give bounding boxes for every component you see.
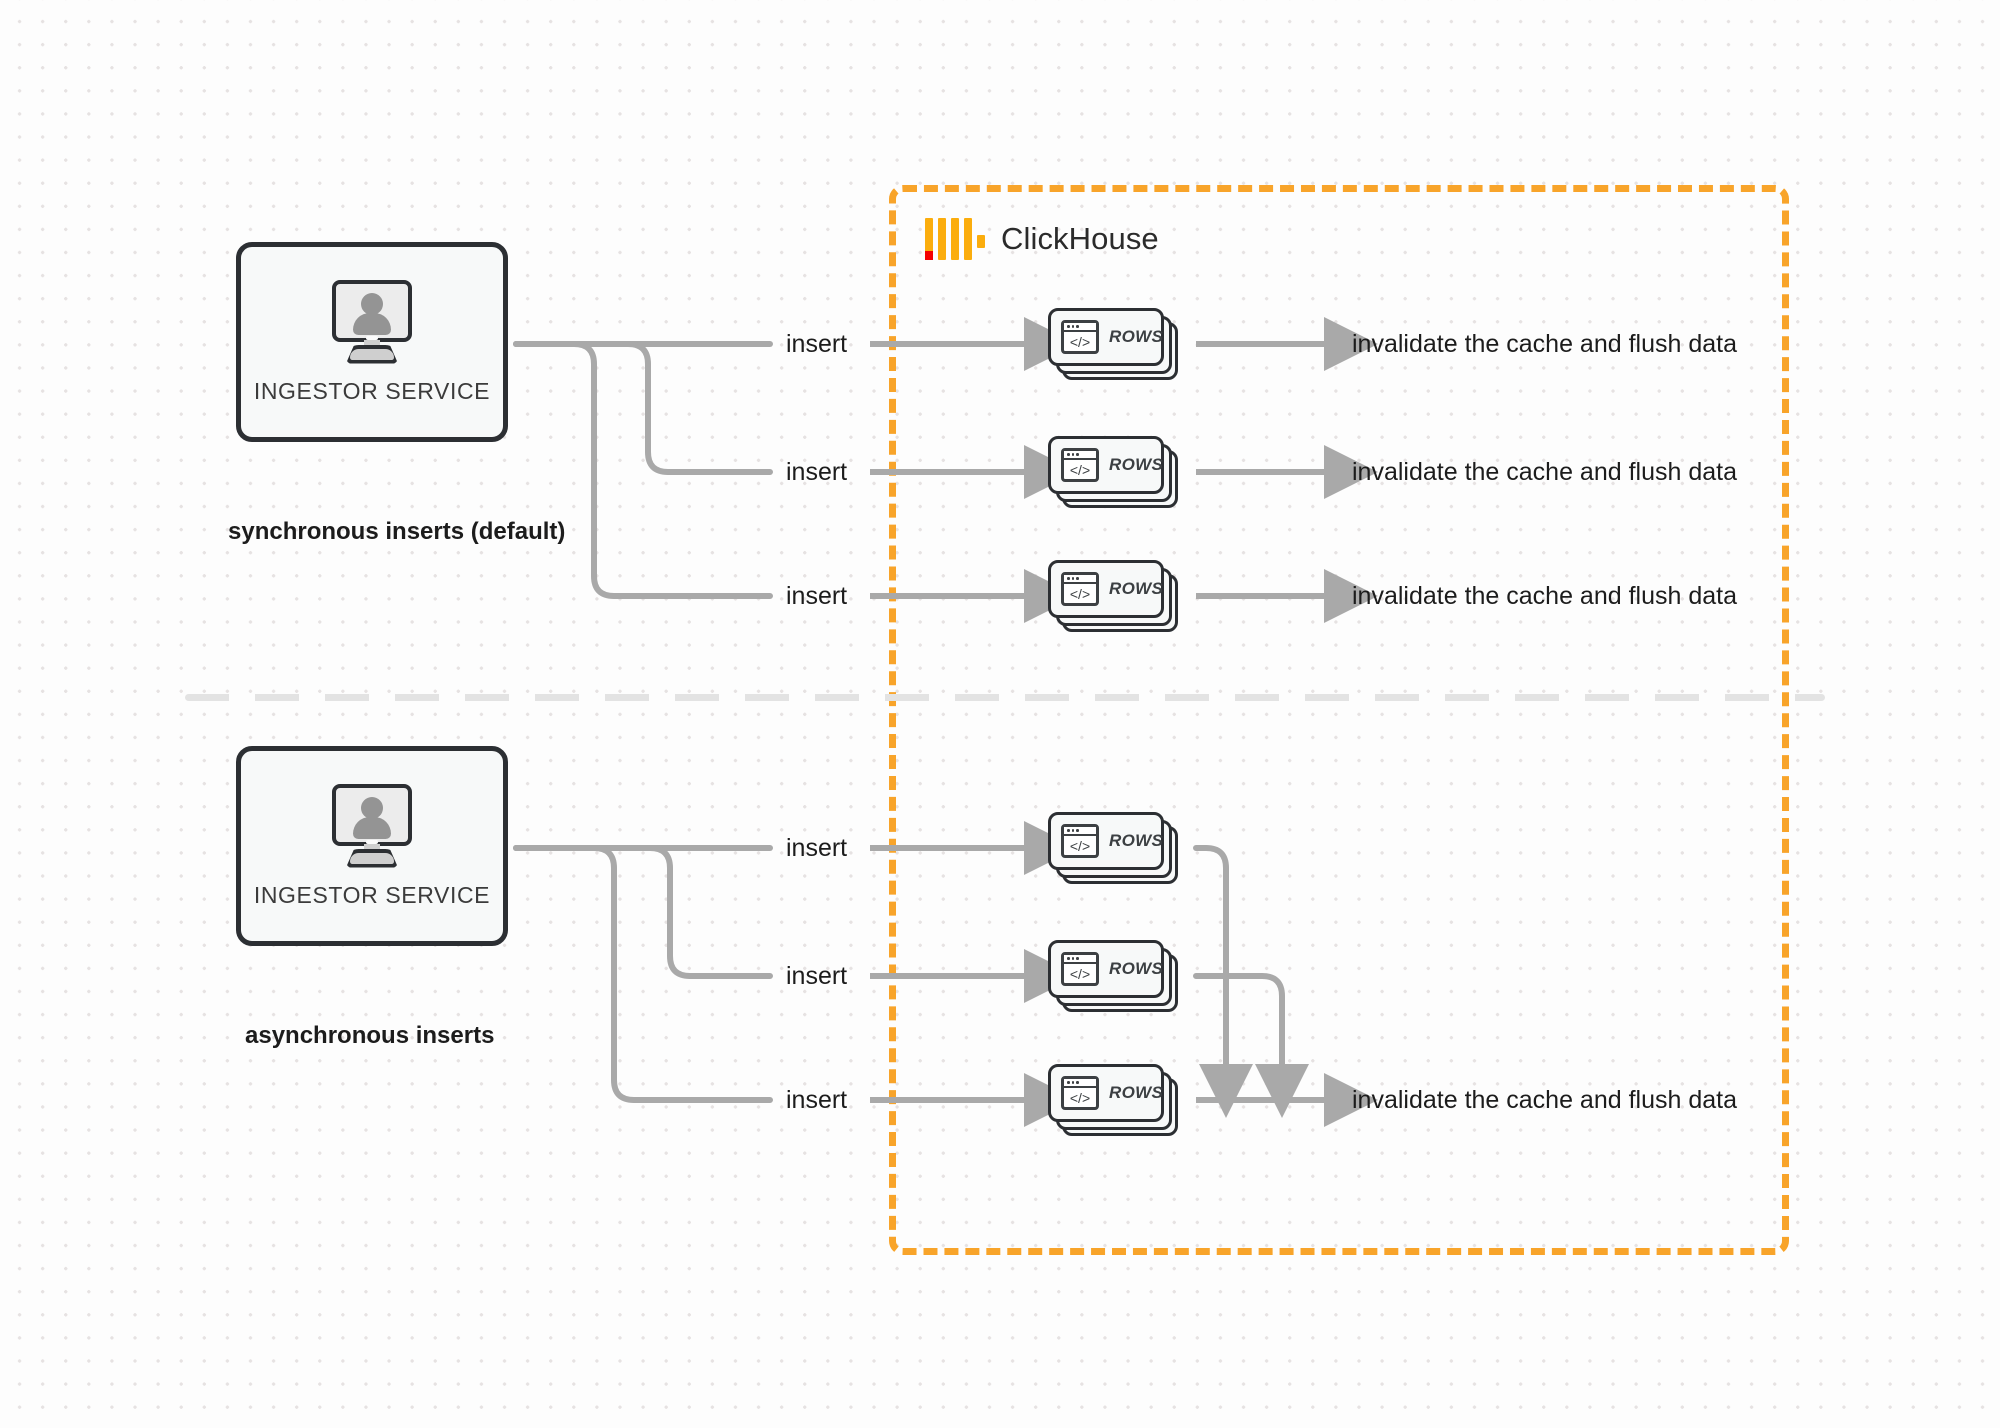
rows-node-label: ROWS — [1109, 831, 1164, 850]
section-divider — [185, 694, 1825, 701]
code-window-icon: </> — [1061, 448, 1099, 482]
code-window-icon: </> — [1061, 320, 1099, 354]
result-label-sync-3: invalidate the cache and flush data — [1352, 582, 1737, 610]
monitor-user-icon — [328, 279, 416, 364]
ingestor-service-async[interactable]: INGESTOR SERVICE — [236, 746, 508, 946]
edge-async-fanout-3 — [513, 845, 773, 1103]
caption-asynchronous: asynchronous inserts — [245, 1022, 495, 1049]
clickhouse-header: ClickHouse — [925, 218, 1159, 260]
rows-node-label: ROWS — [1109, 455, 1164, 474]
code-window-icon: </> — [1061, 952, 1099, 986]
monitor-user-icon — [328, 783, 416, 868]
code-window-icon: </> — [1061, 572, 1099, 606]
ingestor-service-label: INGESTOR SERVICE — [253, 881, 491, 908]
rows-node-async-3[interactable]: </> ROWS — [1048, 1064, 1178, 1136]
code-window-icon: </> — [1061, 1076, 1099, 1110]
result-label-async: invalidate the cache and flush data — [1352, 1086, 1737, 1114]
edge-sync-fanout-3 — [513, 341, 773, 599]
insert-label-async-3: insert — [786, 1086, 848, 1114]
rows-node-label: ROWS — [1109, 959, 1164, 978]
insert-label-async-2: insert — [786, 962, 848, 990]
result-label-sync-1: invalidate the cache and flush data — [1352, 330, 1737, 358]
rows-node-label: ROWS — [1109, 1083, 1164, 1102]
insert-label-sync-1: insert — [786, 330, 848, 358]
caption-synchronous: synchronous inserts (default) — [228, 518, 566, 545]
ingestor-service-label: INGESTOR SERVICE — [253, 377, 491, 404]
edge-async-fanout-2 — [513, 845, 773, 979]
rows-node-async-2[interactable]: </> ROWS — [1048, 940, 1178, 1012]
insert-label-async-1: insert — [786, 834, 848, 862]
insert-label-sync-3: insert — [786, 582, 848, 610]
ingestor-service-sync[interactable]: INGESTOR SERVICE — [236, 242, 508, 442]
rows-node-label: ROWS — [1109, 579, 1164, 598]
result-label-sync-2: invalidate the cache and flush data — [1352, 458, 1737, 486]
edge-sync-fanout-2 — [513, 341, 773, 475]
rows-node-sync-3[interactable]: </> ROWS — [1048, 560, 1178, 632]
clickhouse-boundary — [889, 185, 1789, 1255]
rows-node-sync-1[interactable]: </> ROWS — [1048, 308, 1178, 380]
rows-node-sync-2[interactable]: </> ROWS — [1048, 436, 1178, 508]
rows-node-async-1[interactable]: </> ROWS — [1048, 812, 1178, 884]
clickhouse-logo-icon — [925, 218, 985, 260]
rows-node-label: ROWS — [1109, 327, 1164, 346]
code-window-icon: </> — [1061, 824, 1099, 858]
clickhouse-label: ClickHouse — [1001, 221, 1159, 256]
insert-label-sync-2: insert — [786, 458, 848, 486]
